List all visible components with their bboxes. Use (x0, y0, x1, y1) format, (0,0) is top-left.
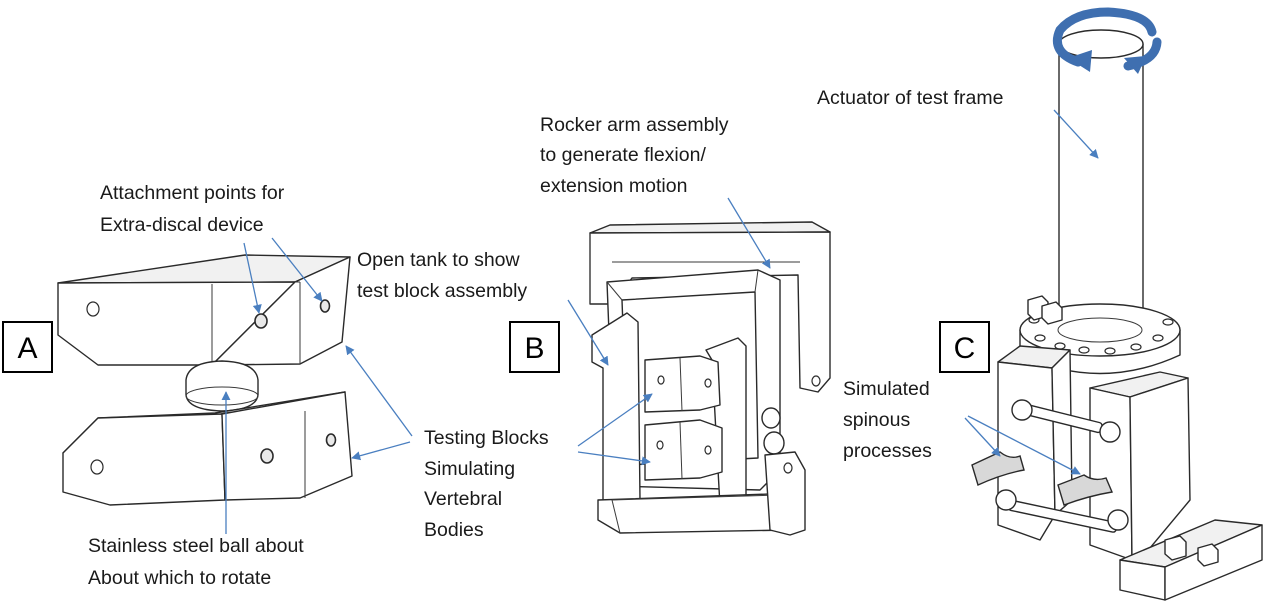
actuator-cylinder (1058, 29, 1144, 331)
callout-attachment-side-hole (271, 237, 323, 302)
panel-letter-a-box (2, 321, 53, 373)
testing-blocks-b (644, 355, 723, 481)
callout-blocks-a-side (351, 441, 411, 461)
callout-spinous-right (967, 415, 1081, 475)
label-rocker-arm-line1: Rocker arm assembly (540, 114, 729, 136)
label-testing-blocks-line2: Simulating (424, 458, 515, 480)
callout-open-tank (567, 299, 609, 366)
label-steel-ball-line2: About which to rotate (88, 567, 271, 589)
label-rocker-arm-line3: extension motion (540, 175, 687, 197)
callout-blocks-b-upper (577, 393, 653, 447)
rocker-pivot (761, 407, 806, 536)
label-rocker-arm-line2: to generate flexion/ (540, 144, 706, 166)
panel-a: A Attachment points for Extra-discal dev… (2, 182, 353, 589)
callout-rocker-arm (727, 197, 771, 269)
base-plate (1119, 519, 1263, 601)
panel-letter-c: C (954, 332, 976, 365)
right-upright-block (1089, 371, 1191, 561)
label-testing-blocks-line3: Vertebral (424, 488, 502, 510)
callout-blocks-b-lower (577, 451, 651, 466)
label-actuator: Actuator of test frame (817, 87, 1003, 109)
label-attachment-points-line1: Attachment points for (100, 182, 285, 204)
panel-letter-a: A (17, 332, 37, 365)
spinous-processes (971, 451, 1113, 506)
panel-letter-b-box (509, 321, 560, 373)
callout-blocks-a-upper (345, 345, 413, 437)
label-testing-blocks-line4: Bodies (424, 519, 484, 541)
panel-letter-b: B (524, 332, 544, 365)
callout-spinous-left (964, 417, 1001, 457)
panel-c: C Actuator of test frame Simulated spino… (817, 7, 1263, 601)
panel-letter-c-box (939, 321, 990, 373)
label-open-tank-line2: test block assembly (357, 280, 527, 302)
cross-pins (995, 399, 1129, 533)
label-spinous-line1: Simulated (843, 378, 930, 400)
rotation-arrow-icon (1052, 7, 1162, 74)
label-spinous-line3: processes (843, 440, 932, 462)
stainless-steel-ball (185, 360, 259, 412)
label-steel-ball-line1: Stainless steel ball about (88, 535, 304, 557)
label-spinous-line2: spinous (843, 409, 910, 431)
panel-b: B Rocker arm assembly to generate flexio… (345, 114, 831, 541)
callout-actuator (1053, 109, 1099, 159)
upper-testing-block-a (57, 254, 351, 366)
rocker-arm-assembly (589, 221, 831, 393)
lower-testing-block-a (62, 391, 353, 506)
label-attachment-points-line2: Extra-discal device (100, 214, 264, 236)
label-open-tank-line1: Open tank to show (357, 249, 521, 271)
label-testing-blocks-line1: Testing Blocks (424, 427, 549, 449)
callout-attachment-upper-hole (243, 242, 262, 314)
